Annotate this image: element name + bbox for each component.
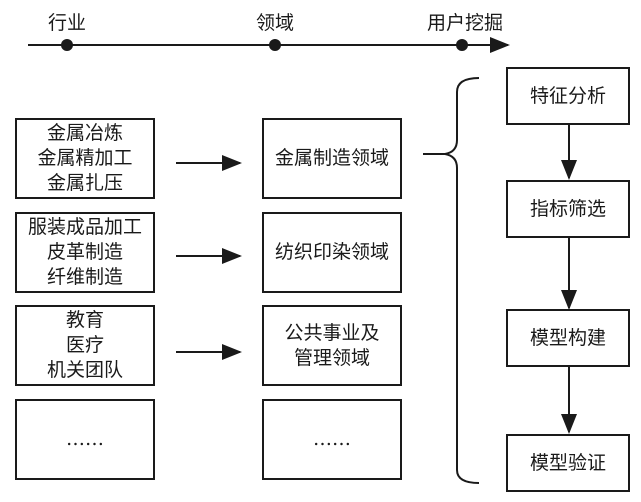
industry-line: …… xyxy=(66,428,104,450)
timeline-dot-mining xyxy=(456,39,468,51)
timeline-dot-domain xyxy=(269,39,281,51)
domain-box-public: 公共事业及 管理领域 xyxy=(262,305,402,386)
step-label: 指标筛选 xyxy=(529,197,606,220)
timeline-dot-industry xyxy=(61,39,73,51)
industry-line: 医疗 xyxy=(65,334,104,356)
step-box-feature-analysis: 特征分析 xyxy=(506,67,630,125)
domain-line: 纺织印染领域 xyxy=(274,241,389,263)
step-label: 模型验证 xyxy=(529,451,606,474)
domain-box-more: …… xyxy=(262,399,402,480)
industry-line: 金属扎压 xyxy=(46,172,123,194)
step-label: 模型构建 xyxy=(529,326,606,349)
industry-box-more: …… xyxy=(15,399,155,480)
grouping-brace xyxy=(423,77,480,484)
timeline-label-mining: 用户挖掘 xyxy=(426,12,504,34)
domain-box-textile: 纺织印染领域 xyxy=(262,212,402,293)
domain-line: 管理领域 xyxy=(293,346,370,369)
industry-line: 机关团队 xyxy=(46,359,123,381)
domain-line: 公共事业及 xyxy=(284,321,380,344)
industry-box-metal: 金属冶炼 金属精加工 金属扎压 xyxy=(15,118,155,199)
industry-line: 金属精加工 xyxy=(37,147,133,169)
domain-line: …… xyxy=(313,428,351,450)
industry-line: 金属冶炼 xyxy=(46,122,123,144)
industry-box-public: 教育 医疗 机关团队 xyxy=(15,305,155,386)
step-box-model-validation: 模型验证 xyxy=(506,434,630,492)
industry-line: 皮革制造 xyxy=(46,241,123,263)
industry-line: 纤维制造 xyxy=(46,266,123,288)
timeline-label-industry: 行业 xyxy=(47,12,87,34)
step-label: 特征分析 xyxy=(529,84,606,107)
domain-line: 金属制造领域 xyxy=(274,147,389,169)
step-box-model-building: 模型构建 xyxy=(506,309,630,367)
industry-line: 服装成品加工 xyxy=(27,216,142,238)
industry-line: 教育 xyxy=(65,309,104,331)
step-box-indicator-selection: 指标筛选 xyxy=(506,180,630,238)
timeline-label-domain: 领域 xyxy=(255,12,295,34)
domain-box-metal: 金属制造领域 xyxy=(262,118,402,199)
industry-box-textile: 服装成品加工 皮革制造 纤维制造 xyxy=(15,212,155,293)
